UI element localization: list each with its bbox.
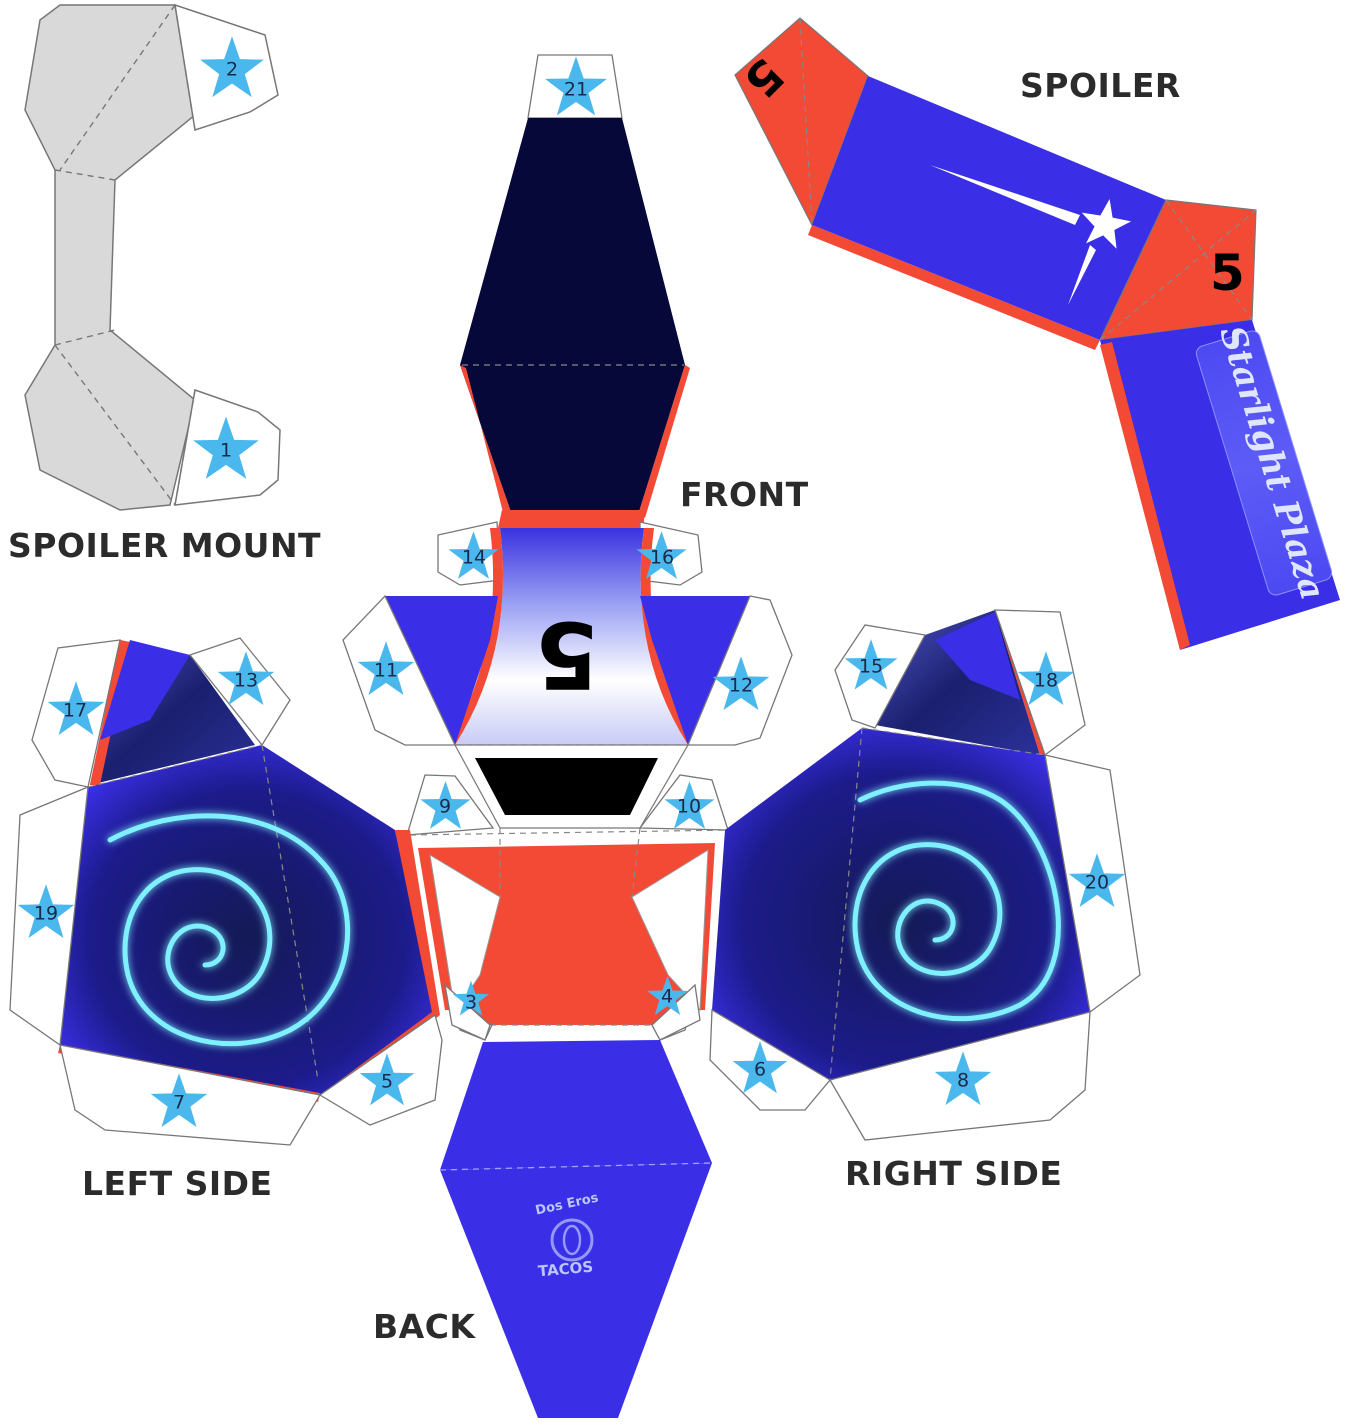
right-side-piece — [709, 609, 1141, 1141]
tab-number-6: 6 — [753, 1058, 767, 1081]
taco-logo-icon — [550, 1218, 594, 1262]
tab-number-21: 21 — [563, 78, 589, 101]
swirl-icon — [852, 780, 1061, 1022]
spoiler-number-right: 5 — [1210, 244, 1245, 302]
tab-number-17: 17 — [62, 699, 88, 722]
tab-number-2: 2 — [225, 58, 239, 81]
spoiler-mount-label: SPOILER MOUNT — [8, 526, 322, 565]
tab-number-15: 15 — [858, 655, 884, 678]
tab-number-4: 4 — [660, 985, 674, 1008]
tab-number-7: 7 — [172, 1091, 186, 1114]
tab-number-20: 20 — [1084, 871, 1110, 894]
tab-number-1: 1 — [219, 439, 233, 462]
shooting-star-icon — [930, 165, 1132, 305]
tab-number-11: 11 — [373, 659, 399, 682]
tab-number-12: 12 — [728, 674, 754, 697]
car-number-decal: 5 — [535, 601, 600, 708]
swirl-icon — [107, 813, 350, 1047]
spoiler-label: SPOILER — [1020, 66, 1181, 105]
back-piece — [439, 1040, 713, 1418]
spoiler-piece — [734, 17, 1340, 650]
tab-number-5: 5 — [380, 1070, 394, 1093]
tab-number-8: 8 — [956, 1069, 970, 1092]
right-side-label: RIGHT SIDE — [845, 1154, 1063, 1193]
left-side-label: LEFT SIDE — [82, 1164, 273, 1203]
front-label: FRONT — [680, 475, 809, 514]
tab-number-3: 3 — [464, 991, 478, 1014]
tab-number-13: 13 — [233, 669, 259, 692]
tab-number-14: 14 — [461, 546, 487, 569]
back-label: BACK — [373, 1307, 476, 1346]
tab-number-19: 19 — [33, 902, 59, 925]
tab-number-18: 18 — [1033, 669, 1059, 692]
front-piece — [342, 54, 793, 829]
tab-number-16: 16 — [649, 546, 675, 569]
sponsor-banner — [1195, 330, 1333, 596]
tab-number-9: 9 — [438, 795, 452, 818]
tab-number-10: 10 — [676, 795, 702, 818]
rear-body-piece — [406, 774, 731, 1041]
